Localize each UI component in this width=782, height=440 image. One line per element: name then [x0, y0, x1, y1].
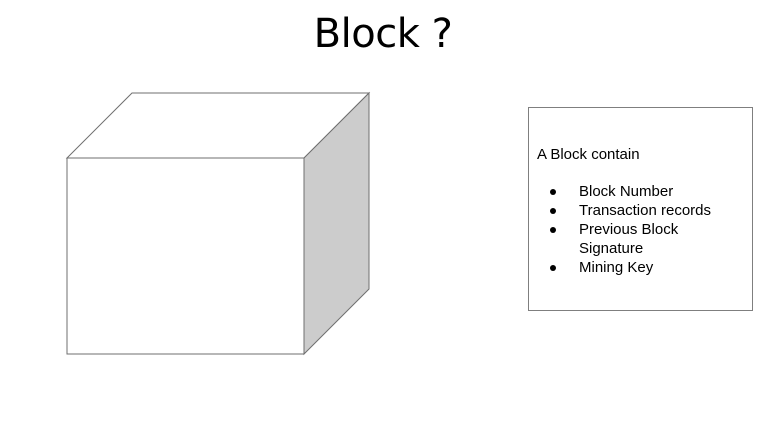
list-item-label: Mining Key	[579, 259, 654, 276]
info-bullet-list: Block Number Transaction records Previou…	[529, 182, 754, 277]
list-item-label: Previous Block Signature	[579, 221, 679, 257]
list-item: Previous Block Signature	[529, 220, 729, 258]
list-item: Transaction records	[529, 201, 729, 220]
list-item-label: Transaction records	[579, 202, 711, 219]
list-item: Mining Key	[529, 258, 729, 277]
bullet-icon	[550, 189, 556, 195]
bullet-icon	[550, 227, 556, 233]
cube-front-face	[66, 157, 305, 355]
info-textbox: A Block contain Block Number Transaction…	[528, 107, 753, 311]
info-heading: A Block contain	[537, 146, 640, 163]
bullet-icon	[550, 265, 556, 271]
list-item-label: Block Number	[579, 183, 674, 200]
list-item: Block Number	[529, 182, 729, 201]
slide-title: Block ?	[313, 11, 453, 57]
bullet-icon	[550, 208, 556, 214]
